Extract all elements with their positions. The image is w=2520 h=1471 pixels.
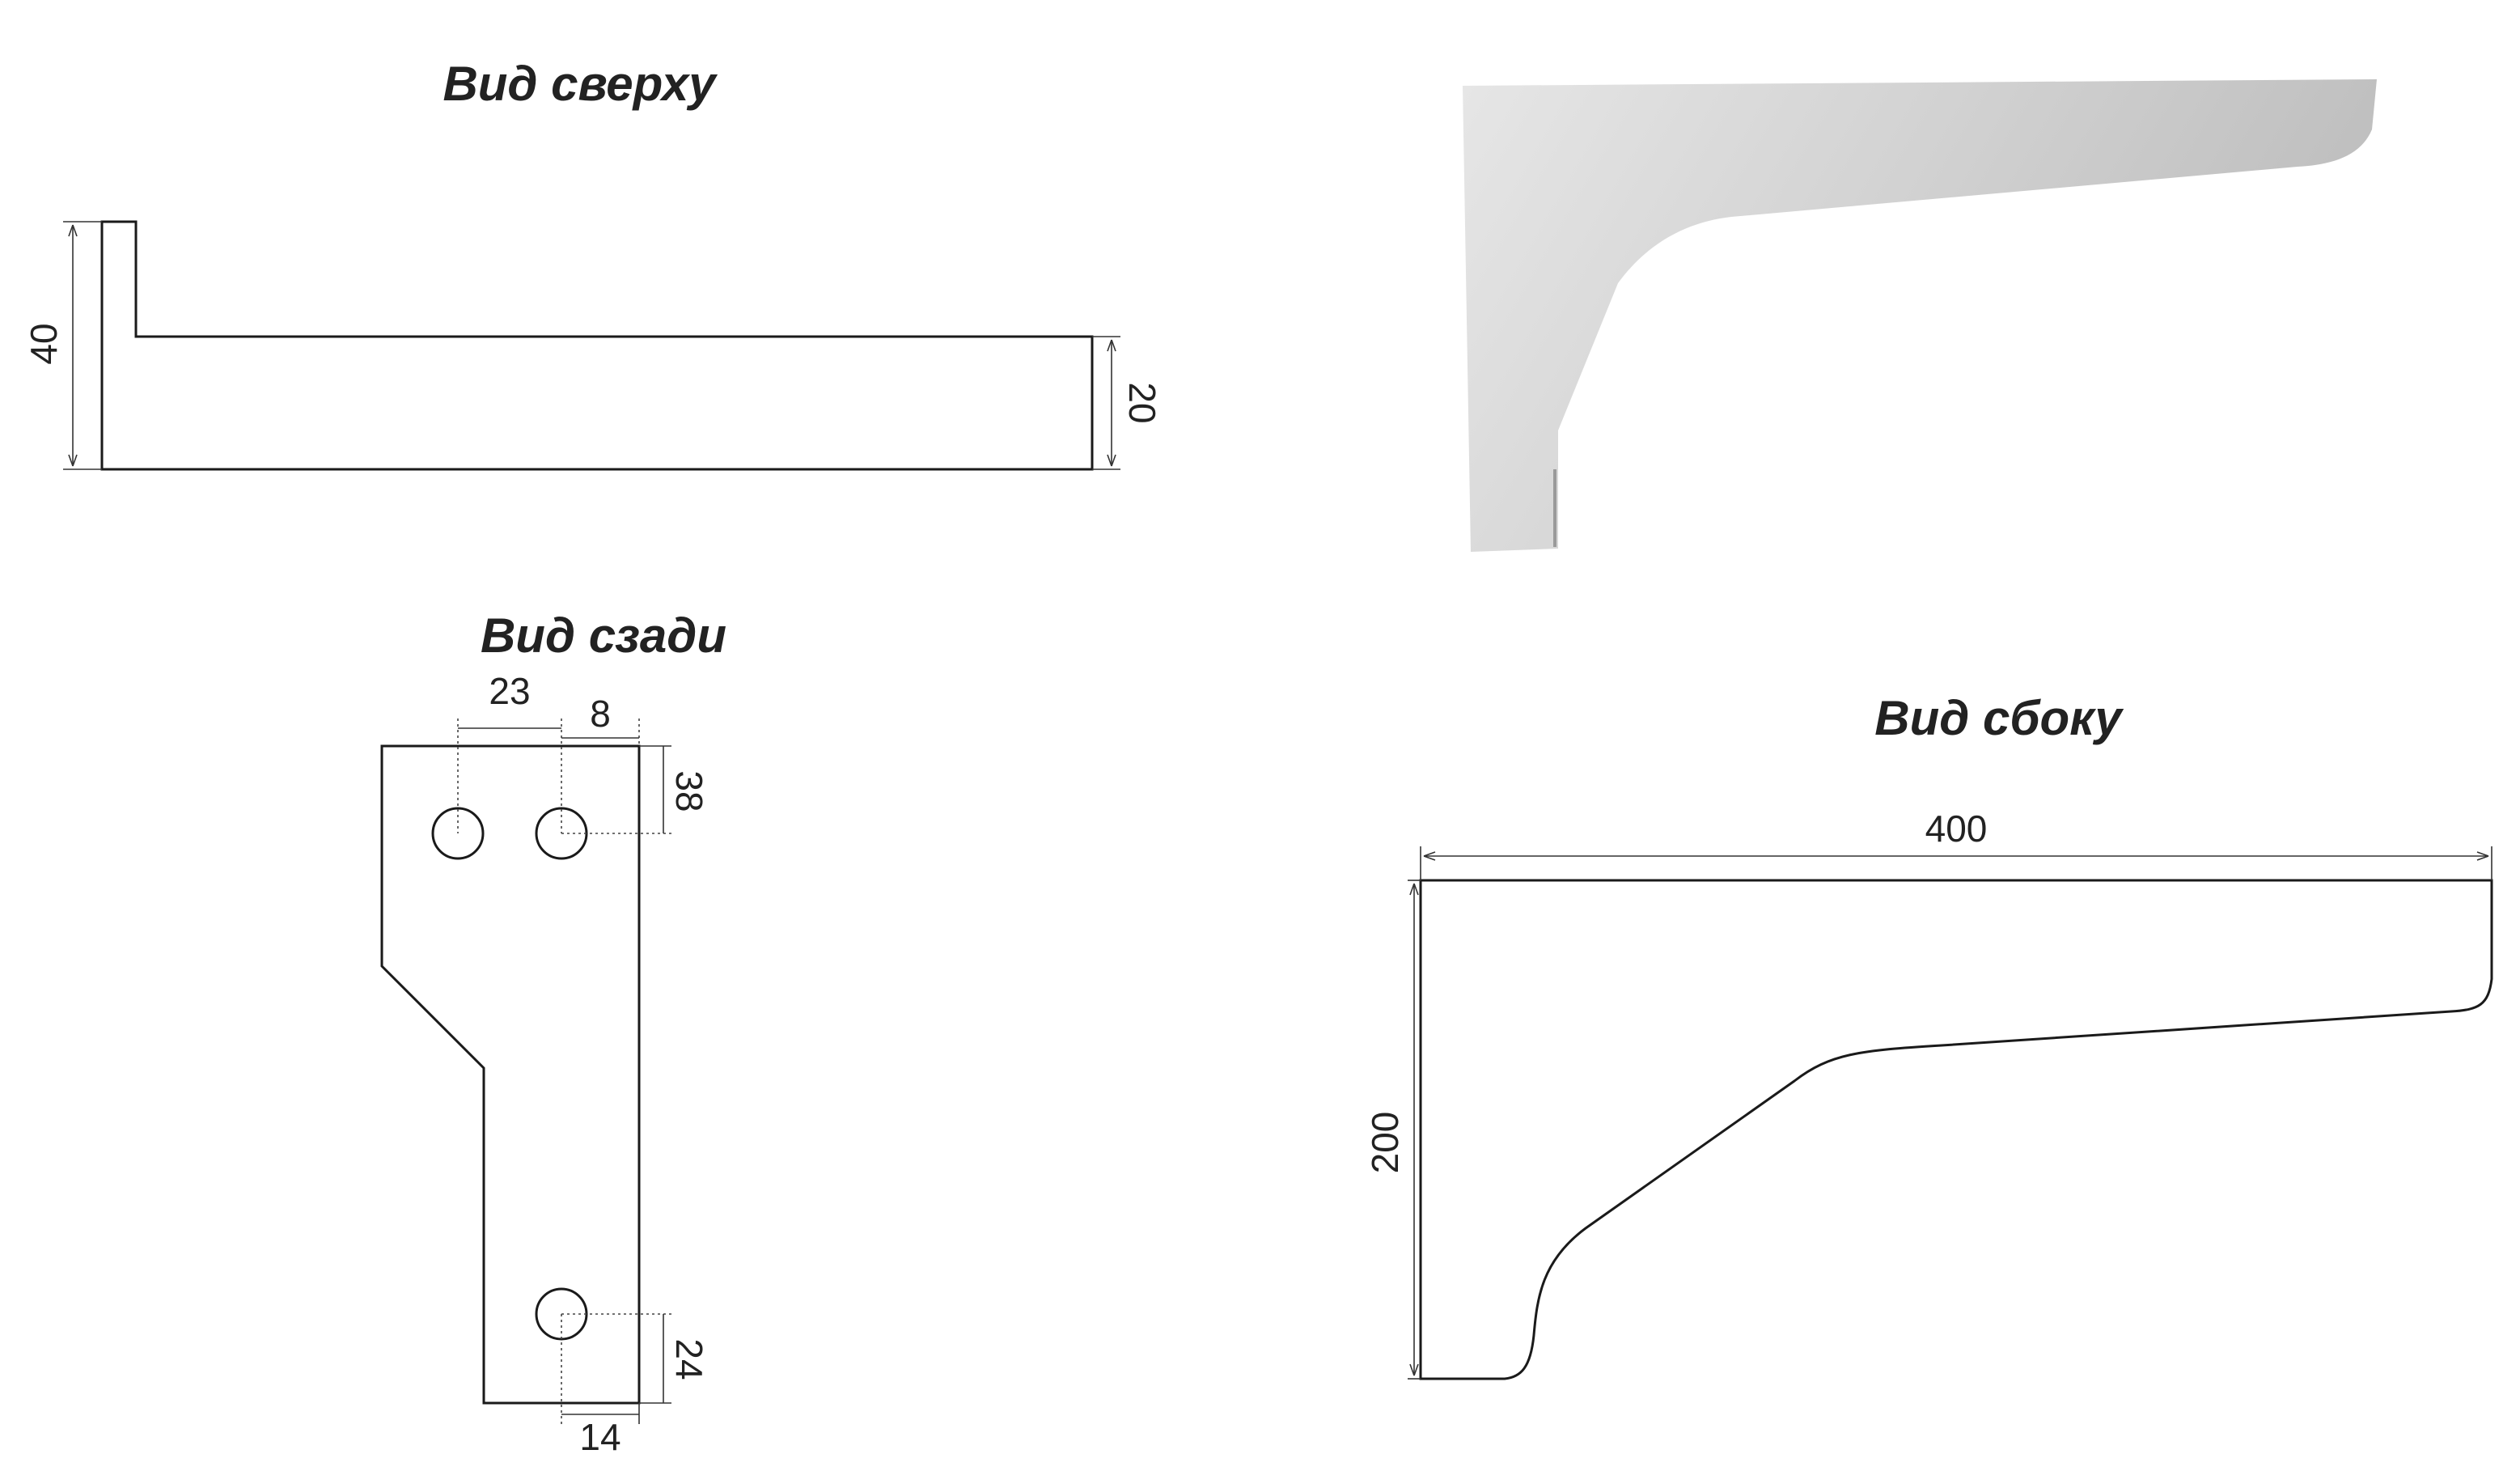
top-view-title: Вид сверху [443,57,718,111]
top-view-outline [100,220,1094,471]
mounting-hole-1 [431,807,485,860]
bracket-render-shape [1463,79,2377,552]
back-bottom-offset-dimension: 14 [561,1314,640,1458]
back-top-dimensions: 23 8 [457,670,640,833]
back-top-hole-label: 38 [668,770,710,812]
back-bottom-offset-label: 14 [579,1416,620,1458]
back-top-hole-dimension: 38 [561,745,710,834]
top-flange-dimension: 20 [1092,336,1163,470]
side-height-dimension: 200 [1364,880,1421,1380]
top-view: Вид сверху 40 20 [23,57,1163,471]
side-length-label: 400 [1925,808,1988,850]
back-view-title: Вид сзади [481,608,726,663]
back-bottom-hole-dimension: 24 [561,1313,710,1404]
bracket-render [1463,79,2377,552]
back-bottom-hole-label: 24 [668,1338,710,1380]
top-height-dimension: 40 [23,221,102,470]
side-length-dimension: 400 [1420,808,2492,880]
back-view: Вид сзади 23 8 38 24 [380,608,726,1458]
back-spacing-label: 23 [489,670,530,712]
side-height-label: 200 [1364,1112,1406,1174]
top-height-label: 40 [23,323,65,364]
side-view-title: Вид сбоку [1874,691,2124,745]
back-view-outline [380,744,641,1405]
back-offset-label: 8 [590,693,611,735]
side-view: Вид сбоку 400 200 [1364,691,2493,1380]
side-view-outline [1419,879,2493,1380]
top-flange-label: 20 [1121,382,1163,423]
